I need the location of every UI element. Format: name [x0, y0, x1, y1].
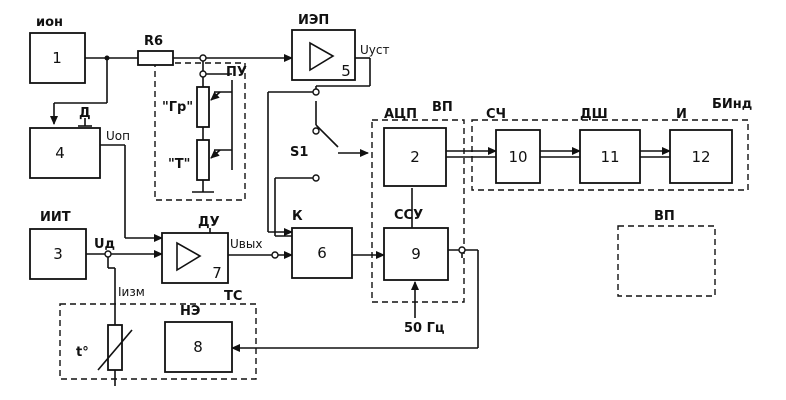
label-ts: ТС [224, 289, 242, 304]
block-7-number: 7 [212, 264, 222, 282]
block-8 [164, 321, 233, 373]
pu-group [154, 62, 246, 201]
label-iit: ИИТ [40, 210, 71, 225]
vp-empty-group [617, 225, 716, 297]
du-amplifier-icon [176, 241, 202, 272]
block-4 [29, 127, 101, 179]
label-ud: Uд [94, 237, 115, 252]
block-9-number: 9 [411, 245, 421, 263]
label-bind: БИнд [712, 97, 752, 112]
label-iep: ИЭП [298, 13, 329, 28]
label-ne: НЭ [180, 304, 200, 319]
label-gr: "Гр" [162, 100, 193, 115]
label-uop: Uоп [106, 129, 130, 143]
block-2 [383, 127, 447, 187]
label-d: Д [79, 106, 91, 121]
block-10-number: 10 [508, 148, 527, 166]
pot-gr [196, 86, 210, 128]
label-ion: ион [36, 15, 63, 30]
block-11-number: 11 [600, 148, 619, 166]
label-r6: R6 [144, 34, 163, 49]
pot-t [196, 139, 210, 181]
label-uust: Uуст [360, 43, 389, 57]
label-izm: Iизм [118, 285, 145, 299]
label-du: ДУ [198, 215, 220, 230]
label-dsh: ДШ [580, 107, 608, 122]
block-10 [495, 129, 541, 184]
block-4-number: 4 [55, 144, 65, 162]
label-pu: ПУ [226, 65, 247, 80]
label-i: И [676, 107, 687, 122]
label-temp: t° [76, 345, 89, 360]
label-ssu: ССУ [394, 208, 423, 223]
block-5-number: 5 [341, 62, 351, 80]
label-vp-1: ВП [432, 100, 453, 115]
label-vp-2: ВП [654, 209, 675, 224]
vp-group [371, 119, 465, 303]
block-7 [161, 232, 229, 284]
bind-group [471, 119, 749, 191]
ts-group [59, 303, 257, 380]
block-12-number: 12 [691, 148, 710, 166]
block-1-number: 1 [52, 49, 62, 67]
label-50hz: 50 Гц [404, 321, 445, 336]
block-8-number: 8 [193, 338, 203, 356]
label-t: "Т" [168, 157, 190, 172]
label-uvyh: Uвых [230, 237, 262, 251]
block-11 [579, 129, 641, 184]
label-k: К [292, 209, 303, 224]
iep-amplifier-icon [309, 41, 335, 72]
r6-resistor [137, 50, 174, 66]
label-sch: СЧ [486, 107, 506, 122]
block-3-number: 3 [53, 245, 63, 263]
block-5 [291, 29, 356, 81]
block-2-number: 2 [410, 148, 420, 166]
label-acp: АЦП [384, 107, 417, 122]
block-9 [383, 227, 449, 281]
block-6 [291, 227, 353, 279]
block-12 [669, 129, 733, 184]
block-1 [29, 32, 86, 84]
thermistor [107, 324, 123, 371]
label-s1: S1 [290, 145, 308, 160]
block-3 [29, 228, 87, 280]
block-6-number: 6 [317, 244, 327, 262]
